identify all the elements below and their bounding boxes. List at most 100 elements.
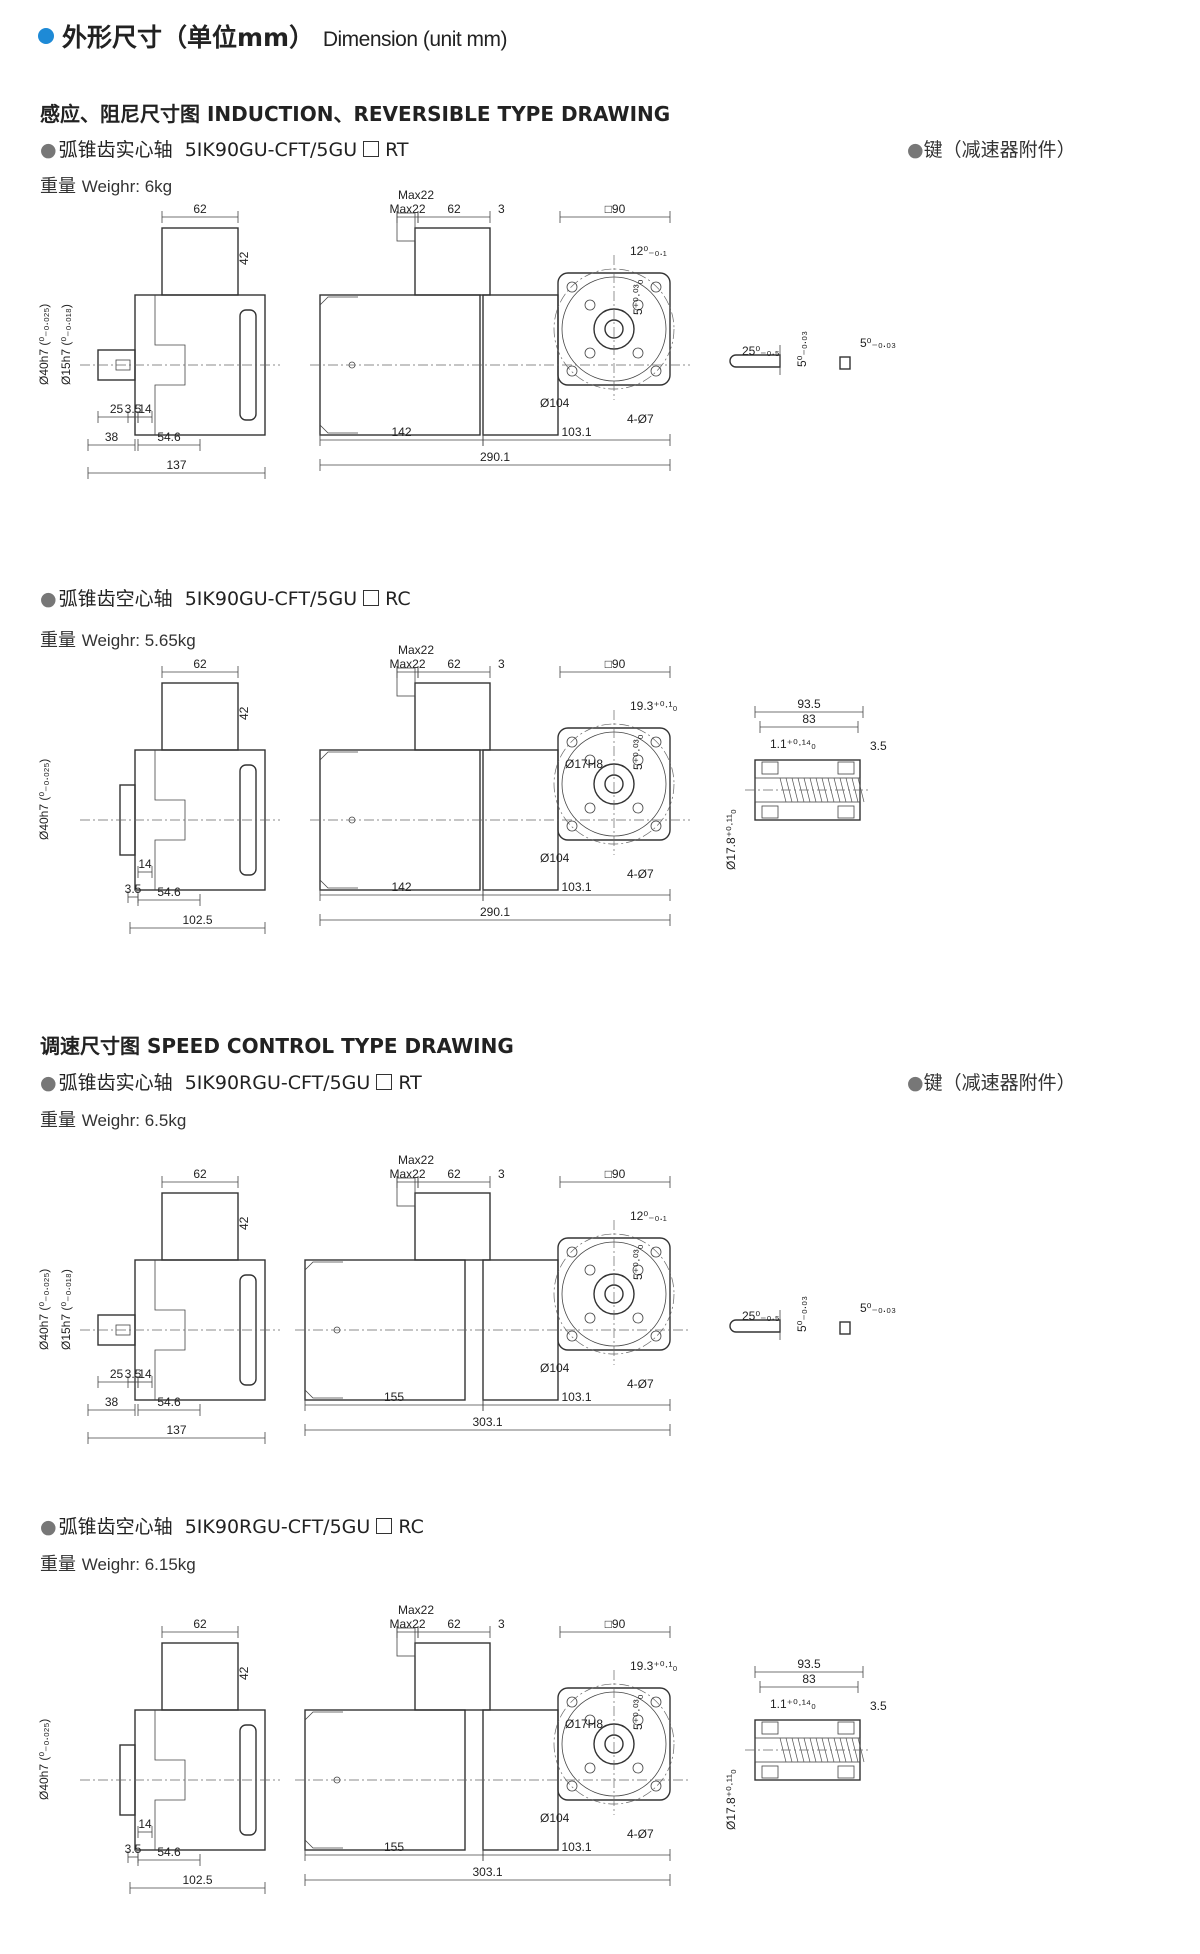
dim-total-side: 137: [166, 458, 186, 472]
dim-d17-8: Ø17.8⁺⁰·¹¹₀: [724, 809, 738, 870]
dim-62-side: 62: [193, 202, 207, 216]
dim-d40: Ø40h7 (⁰₋₀.₀₂₅): [37, 1269, 51, 1350]
dim-62-front: 62: [447, 1617, 461, 1631]
dim-38: 38: [105, 1395, 119, 1409]
dim-motor-length: 142: [391, 425, 411, 439]
dim-42-side: 42: [237, 706, 251, 720]
dim-bore-17h8: Ø17H8: [565, 1717, 603, 1731]
dim-62-front: 62: [447, 202, 461, 216]
dim-bore-17h8: Ø17H8: [565, 757, 603, 771]
dim-62-front: 62: [447, 1167, 461, 1181]
dim-key-5: 5⁺⁰·⁰³₀: [631, 1694, 645, 1730]
dim-max22-label: Max22: [398, 643, 434, 657]
dim-holes-4-d7: 4-Ø7: [627, 1827, 654, 1841]
dim-motor-length: 155: [384, 1390, 404, 1404]
dim-14: 14: [138, 402, 152, 416]
dim-max22-label: Max22: [398, 1603, 434, 1617]
dim-total-front: 303.1: [472, 1415, 502, 1429]
dim-total-front: 290.1: [480, 450, 510, 464]
title-en: Dimension (unit mm): [322, 28, 508, 51]
bullet-dot-icon: [38, 28, 54, 44]
dim-54-6: 54.6: [157, 1395, 181, 1409]
dim-83: 83: [802, 712, 816, 726]
dim-62-side: 62: [193, 1617, 207, 1631]
key-width-5: 5⁰₋₀.₀₃: [860, 1301, 896, 1315]
dim-83: 83: [802, 1672, 816, 1686]
dim-3-front: 3: [498, 1617, 505, 1631]
key-length-25: 25⁰₋₀.₅: [742, 1309, 780, 1323]
dim-38: 38: [105, 430, 119, 444]
dim-62-side: 62: [193, 1167, 207, 1181]
dim-max22-label: Max22: [398, 188, 434, 202]
dim-93-5: 93.5: [797, 697, 821, 711]
dim-90-square: □90: [605, 1617, 626, 1631]
dim-90-square: □90: [605, 657, 626, 671]
dim-bolt-104: Ø104: [540, 1361, 570, 1375]
dim-1-1: 1.1⁺⁰·¹⁴₀: [770, 1697, 816, 1711]
dim-103-1: 103.1: [561, 425, 591, 439]
dim-90-square: □90: [605, 202, 626, 216]
dim-motor-length: 155: [384, 1840, 404, 1854]
dim-max22: Max22: [389, 1167, 425, 1181]
key-label-1: ●键（减速器附件）: [907, 139, 1076, 161]
dim-3-5-detail: 3.5: [870, 739, 887, 753]
dim-d40: Ø40h7 (⁰₋₀.₀₂₅): [37, 1719, 51, 1800]
panel-4-weight: 重量 Weighr: 6.15kg: [40, 1554, 196, 1575]
section-title-speed-control: 调速尺寸图 SPEED CONTROL TYPE DRAWING: [40, 1034, 514, 1058]
dim-103-1: 103.1: [561, 1390, 591, 1404]
dim-103-1: 103.1: [561, 880, 591, 894]
dim-total-side: 102.5: [182, 913, 212, 927]
dim-54-6: 54.6: [157, 1845, 181, 1859]
dim-62-front: 62: [447, 657, 461, 671]
dim-3-5: 3.5: [125, 1842, 142, 1856]
dim-90-square: □90: [605, 1167, 626, 1181]
dim-key-5: 5⁺⁰·⁰³₀: [631, 1244, 645, 1280]
dim-bolt-104: Ø104: [540, 851, 570, 865]
dim-total-front: 290.1: [480, 905, 510, 919]
dim-bolt-104: Ø104: [540, 396, 570, 410]
dim-93-5: 93.5: [797, 1657, 821, 1671]
key-length-25: 25⁰₋₀.₅: [742, 344, 780, 358]
dim-max22: Max22: [389, 202, 425, 216]
dim-max22: Max22: [389, 1617, 425, 1631]
dim-bolt-104: Ø104: [540, 1811, 570, 1825]
panel-1-weight: 重量 Weighr: 6kg: [40, 176, 173, 197]
dim-d40: Ø40h7 (⁰₋₀.₀₂₅): [37, 759, 51, 840]
dim-14: 14: [138, 1817, 152, 1831]
checkbox-icon: [363, 141, 380, 157]
dim-d40: Ø40h7 (⁰₋₀.₀₂₅): [37, 304, 51, 385]
key-width-5: 5⁰₋₀.₀₃: [860, 336, 896, 350]
checkbox-icon: [363, 590, 380, 606]
page-title: 外形尺寸（单位mm） Dimension (unit mm): [38, 18, 508, 54]
dim-3-5: 3.5: [125, 402, 142, 416]
panel-3-weight: 重量 Weighr: 6.5kg: [40, 1110, 187, 1131]
dim-motor-length: 142: [391, 880, 411, 894]
dim-holes-4-d7: 4-Ø7: [627, 867, 654, 881]
dim-key-width: 12⁰₋₀.₁: [630, 244, 667, 258]
dim-42-side: 42: [237, 1216, 251, 1230]
dim-total-front: 303.1: [472, 1865, 502, 1879]
dim-1-1: 1.1⁺⁰·¹⁴₀: [770, 737, 816, 751]
dim-25: 25: [110, 1367, 124, 1381]
dim-key-width: 19.3⁺⁰·¹₀: [630, 699, 677, 713]
dim-3-5: 3.5: [125, 882, 142, 896]
dim-key-5: 5⁺⁰·⁰³₀: [631, 734, 645, 770]
key-label-2: ●键（减速器附件）: [907, 1072, 1076, 1094]
